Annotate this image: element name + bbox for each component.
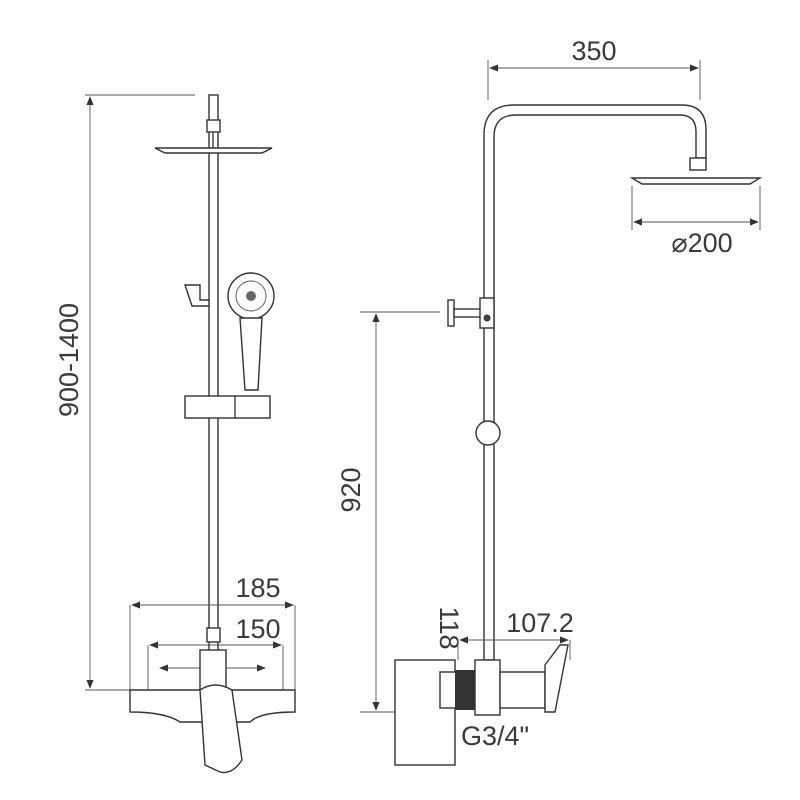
slider-holder bbox=[184, 395, 271, 419]
mixer-lever-side bbox=[544, 644, 569, 713]
valve-width-outer-label: 185 bbox=[235, 573, 280, 603]
hand-shower-handle bbox=[239, 317, 263, 391]
valve-depth-label: 118 bbox=[434, 606, 464, 649]
valve-projection-label: 107.2 bbox=[506, 608, 574, 638]
overhead-shower-head-side bbox=[629, 177, 763, 185]
side-view: 350 ⌀200 920 118 107.2 G3/4" bbox=[336, 36, 763, 766]
pipe-knob bbox=[475, 420, 501, 446]
threaded-nut bbox=[455, 670, 475, 710]
diverter-knob bbox=[447, 299, 455, 327]
shower-arm-pipe bbox=[483, 104, 707, 661]
diverter-height-label: 920 bbox=[336, 467, 366, 512]
head-diameter-label: ⌀200 bbox=[671, 228, 732, 258]
arm-length-label: 350 bbox=[571, 36, 616, 66]
front-view: 900-1400 185 150 bbox=[54, 94, 296, 774]
mixer-lever-handle bbox=[199, 684, 243, 774]
thread-size-label: G3/4" bbox=[461, 721, 529, 751]
valve-body-side bbox=[499, 671, 546, 709]
valve-width-inner-label: 150 bbox=[235, 614, 280, 644]
height-range-label: 900-1400 bbox=[54, 303, 84, 417]
overhead-shower-head bbox=[154, 147, 273, 154]
